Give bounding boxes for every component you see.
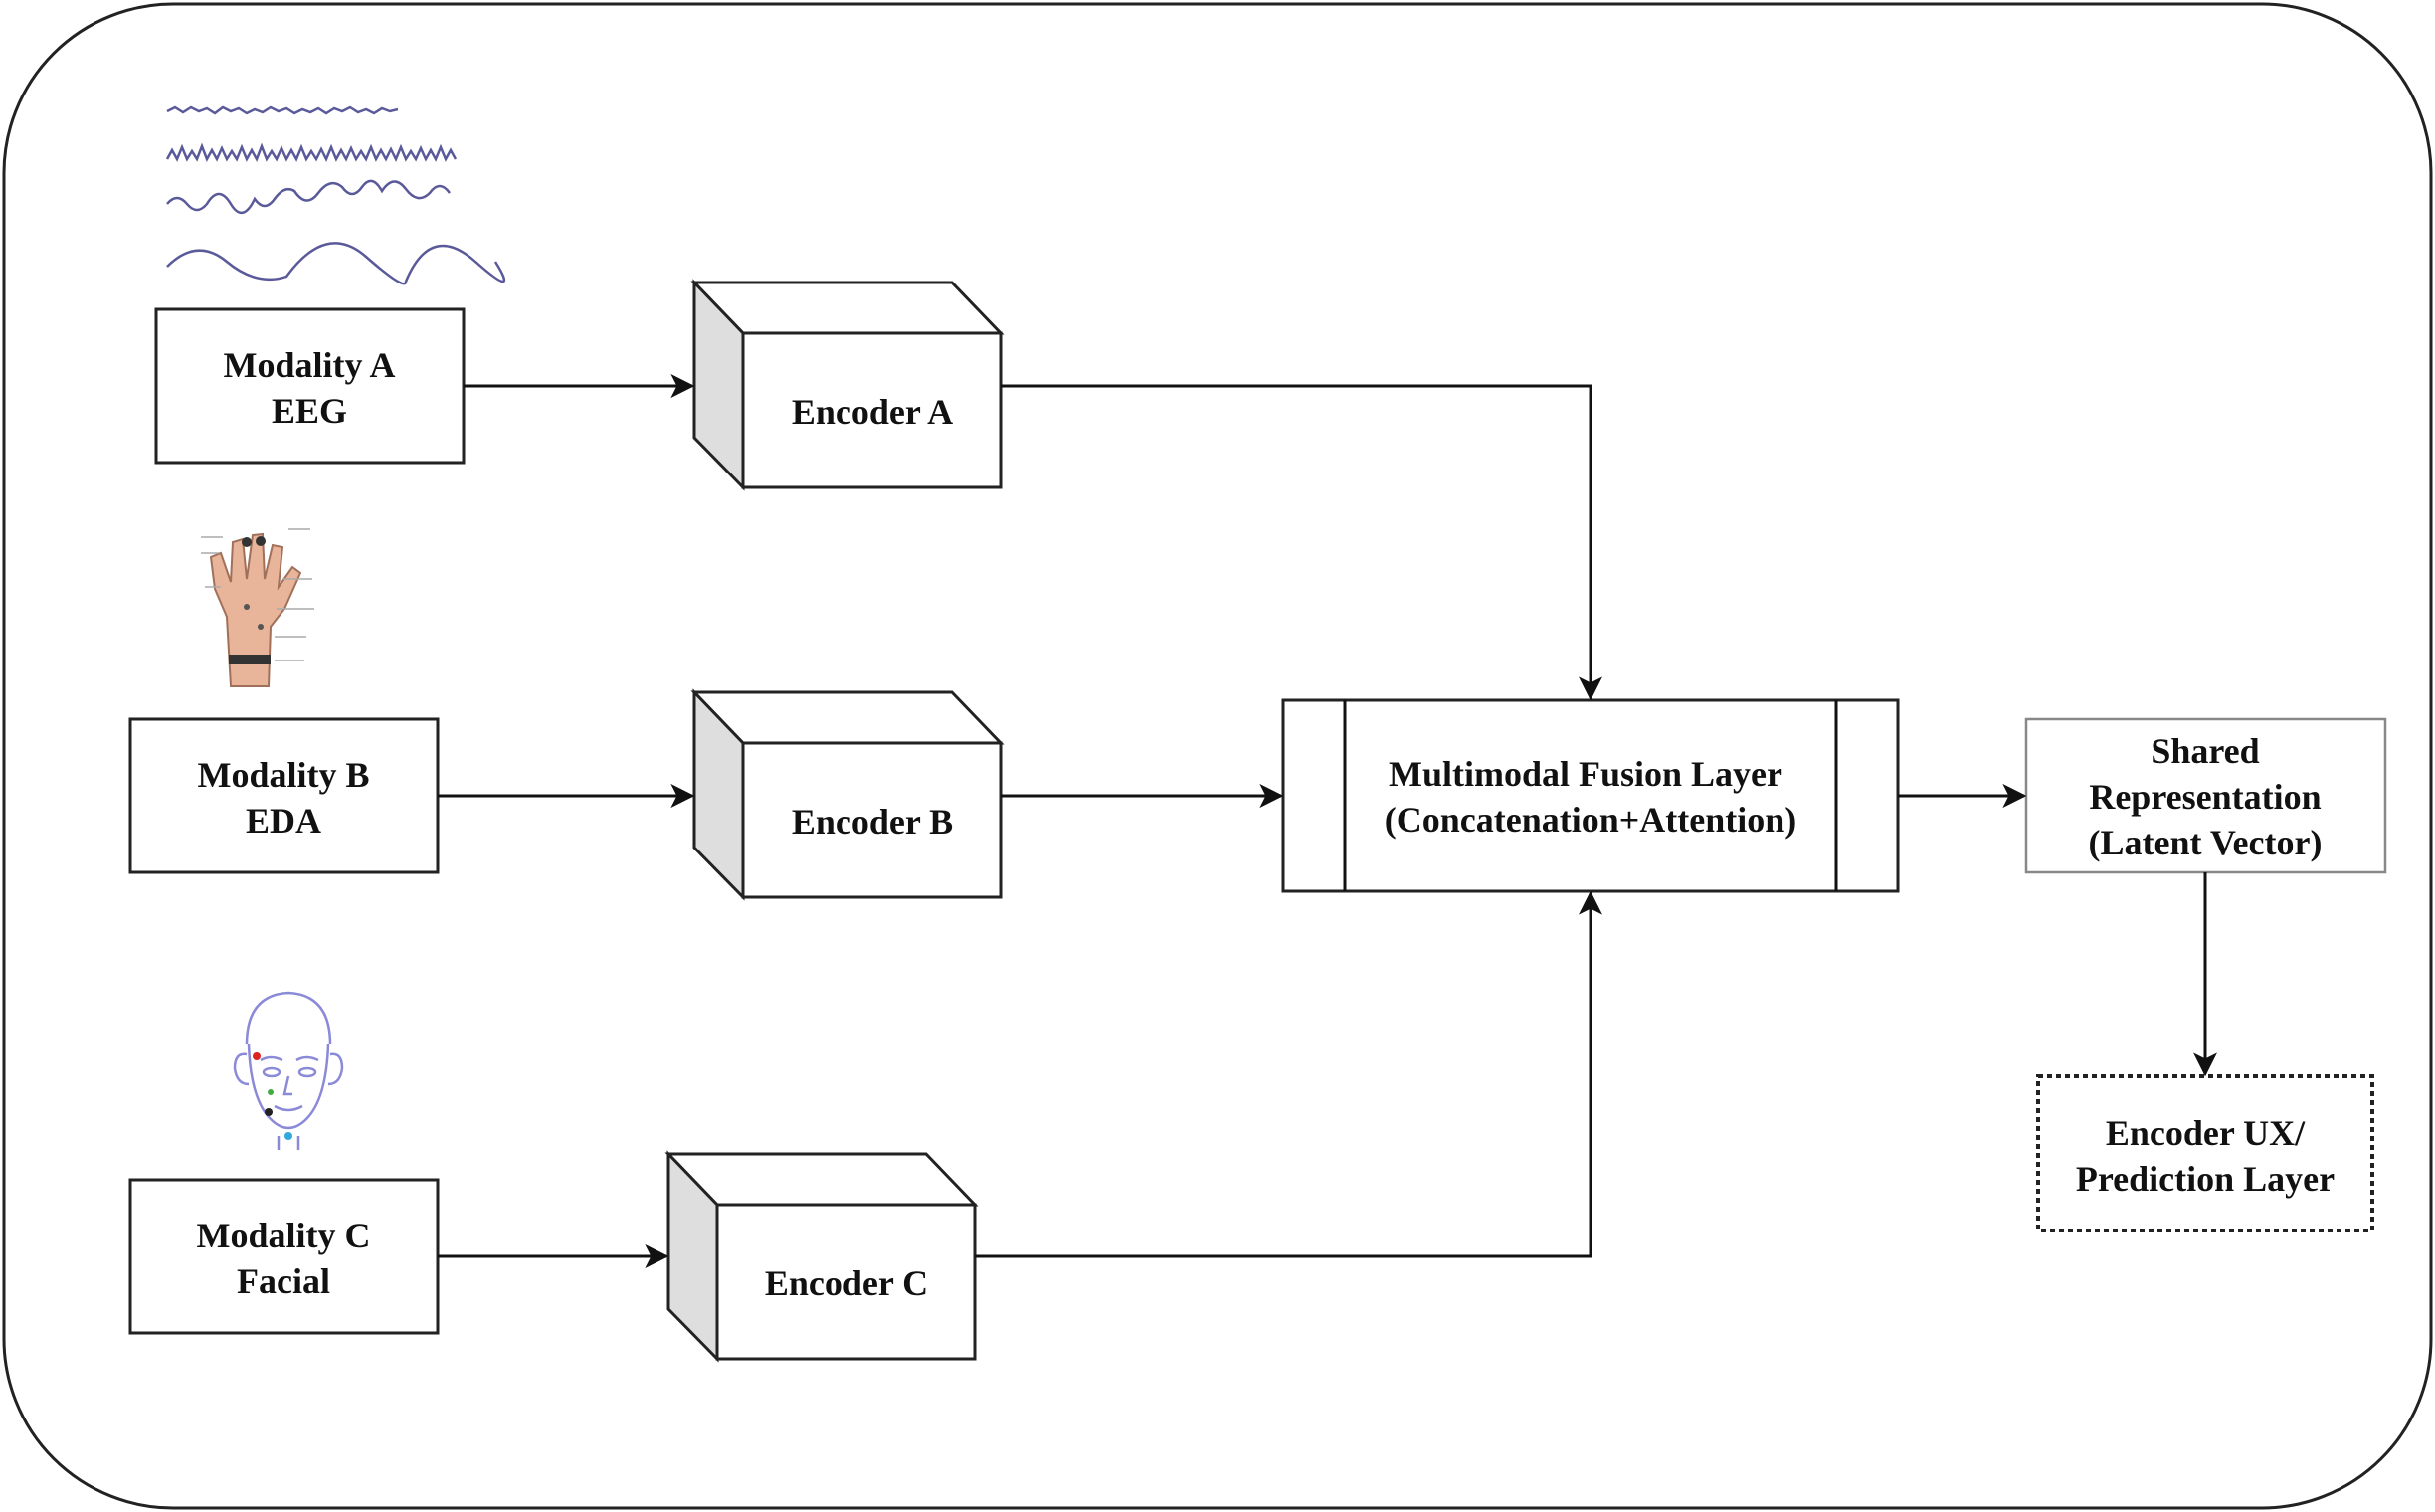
eeg-waveform-icon	[165, 105, 506, 285]
modality-b-box: Modality B EDA	[128, 717, 440, 874]
modality-b-title: Modality B	[197, 755, 369, 795]
prediction-line-2: Prediction Layer	[2076, 1159, 2335, 1199]
modality-b-name: EDA	[246, 801, 321, 841]
modality-a-name: EEG	[272, 391, 347, 431]
face-landmark-icon	[233, 991, 344, 1150]
shared-line-2: Representation	[2089, 777, 2321, 817]
arrow-encoder-c-to-fusion	[975, 890, 1602, 1258]
shared-representation-box: Shared Representation (Latent Vector)	[2024, 717, 2387, 874]
modality-c-box: Modality C Facial	[128, 1178, 440, 1335]
encoder-c-cube: Encoder C	[664, 1150, 979, 1363]
prediction-layer-box: Encoder UX/ Prediction Layer	[2036, 1074, 2374, 1232]
fusion-subtitle: (Concatenation+Attention)	[1385, 800, 1796, 840]
encoder-b-label: Encoder B	[792, 802, 953, 842]
prediction-line-1: Encoder UX/	[2106, 1113, 2306, 1153]
modality-a-box: Modality A EEG	[154, 307, 466, 465]
hand-electrode-icon	[201, 528, 314, 687]
encoder-a-cube: Encoder A	[690, 279, 1005, 491]
modality-c-name: Facial	[237, 1261, 330, 1301]
connectors	[438, 374, 2217, 1268]
fusion-layer-box: Multimodal Fusion Layer (Concatenation+A…	[1281, 698, 1900, 893]
modality-c-title: Modality C	[197, 1216, 371, 1255]
encoder-b-cube: Encoder B	[690, 688, 1005, 901]
modality-a-title: Modality A	[223, 345, 395, 385]
shared-line-1: Shared	[2151, 731, 2259, 771]
arrow-encoder-a-to-fusion	[1001, 384, 1602, 701]
fusion-title: Multimodal Fusion Layer	[1389, 754, 1782, 794]
shared-line-3: (Latent Vector)	[2089, 823, 2323, 862]
encoder-a-label: Encoder A	[792, 392, 953, 432]
encoder-c-label: Encoder C	[765, 1263, 928, 1303]
